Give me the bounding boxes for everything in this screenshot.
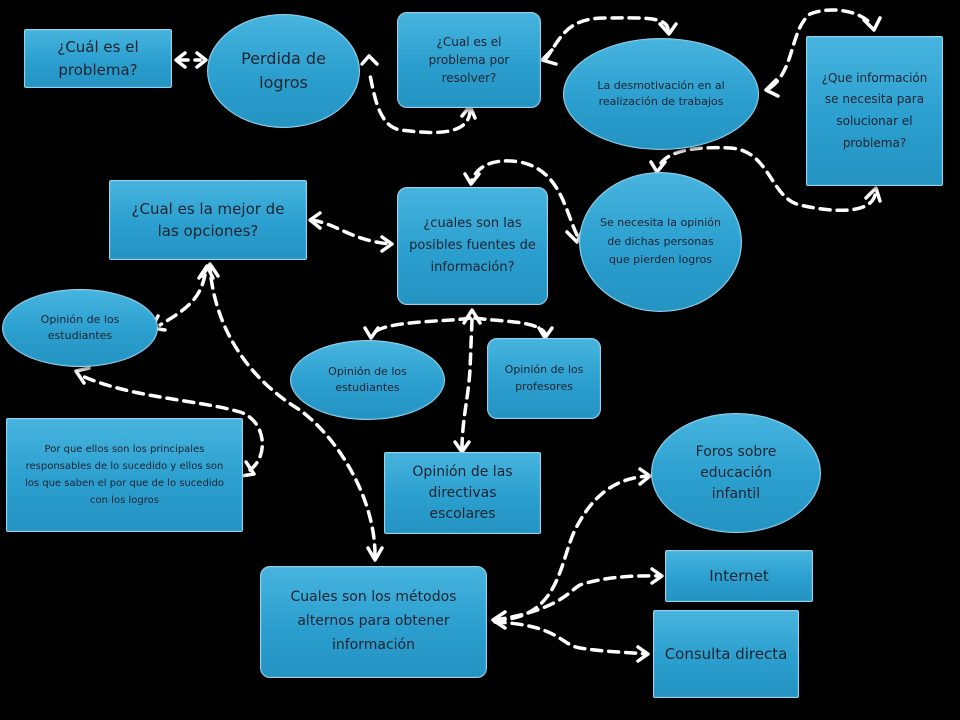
connector-desmotivacion-informacion [764,8,882,98]
connector-fuentes-opiniones [363,308,554,454]
node-opinion-profesores: Opinión de los profesores [487,338,601,419]
node-label: ¿Cuál es el problema? [57,38,139,79]
node-que-informacion: ¿Que información se necesita para soluci… [806,36,943,186]
node-label: Se necesita la opinión de dichas persona… [600,215,721,267]
connector-opciones-fuentes [308,211,394,253]
node-opinion-personas: Se necesita la opinión de dichas persona… [579,172,742,312]
node-label: Foros sobre educación infantil [695,443,777,502]
node-label: ¿Que información se necesita para soluci… [821,70,928,150]
node-por-que-ellos: Por que ellos son los principales respon… [6,418,243,532]
node-consulta-directa: Consulta directa [653,610,799,698]
node-label: ¿Cual es la mejor de las opciones? [131,199,285,241]
node-label: La desmotivación en al realización de tr… [597,78,725,109]
node-internet: Internet [665,550,813,602]
node-label: Cuales son los métodos alternos para obt… [290,589,457,653]
connector-porque-estudiantes [74,366,265,478]
node-problema-por-resolver: ¿Cual es el problema por resolver? [397,12,541,108]
node-label: Opinión de los estudiantes [40,312,120,343]
node-label: Por que ellos son los principales respon… [24,444,225,506]
node-label: Opinión de los profesores [504,363,584,393]
node-label: Opinión de las directivas escolares [412,463,513,522]
node-opinion-estudiantes-centro: Opinión de los estudiantes [290,340,445,420]
node-cual-es-el-problema: ¿Cuál es el problema? [24,29,172,88]
connector-problema-perdida [174,51,208,69]
node-fuentes-de-informacion: ¿cuales son las posibles fuentes de info… [397,187,548,305]
node-perdida-de-logros: Perdida de logros [207,14,360,128]
node-label: Internet [709,566,769,585]
node-label: ¿cuales son las posibles fuentes de info… [409,215,536,276]
node-desmotivacion: La desmotivación en al realización de tr… [563,38,759,150]
connector-metodos-fuentes-alternas [491,467,664,663]
node-foros-educacion: Foros sobre educación infantil [651,413,821,533]
node-label: Perdida de logros [241,49,326,92]
node-label: Consulta directa [664,644,788,663]
connector-metodos-opciones [200,262,384,562]
node-label: ¿Cual es el problema por resolver? [428,35,510,85]
node-opinion-directivas: Opinión de las directivas escolares [384,452,541,534]
node-label: Opinión de los estudiantes [328,364,407,395]
connector-resolver-desmotivacion [540,16,678,66]
node-opinion-estudiantes-izq: Opinión de los estudiantes [2,289,158,367]
node-mejor-de-las-opciones: ¿Cual es la mejor de las opciones? [109,180,307,260]
node-metodos-alternos: Cuales son los métodos alternos para obt… [260,566,487,678]
